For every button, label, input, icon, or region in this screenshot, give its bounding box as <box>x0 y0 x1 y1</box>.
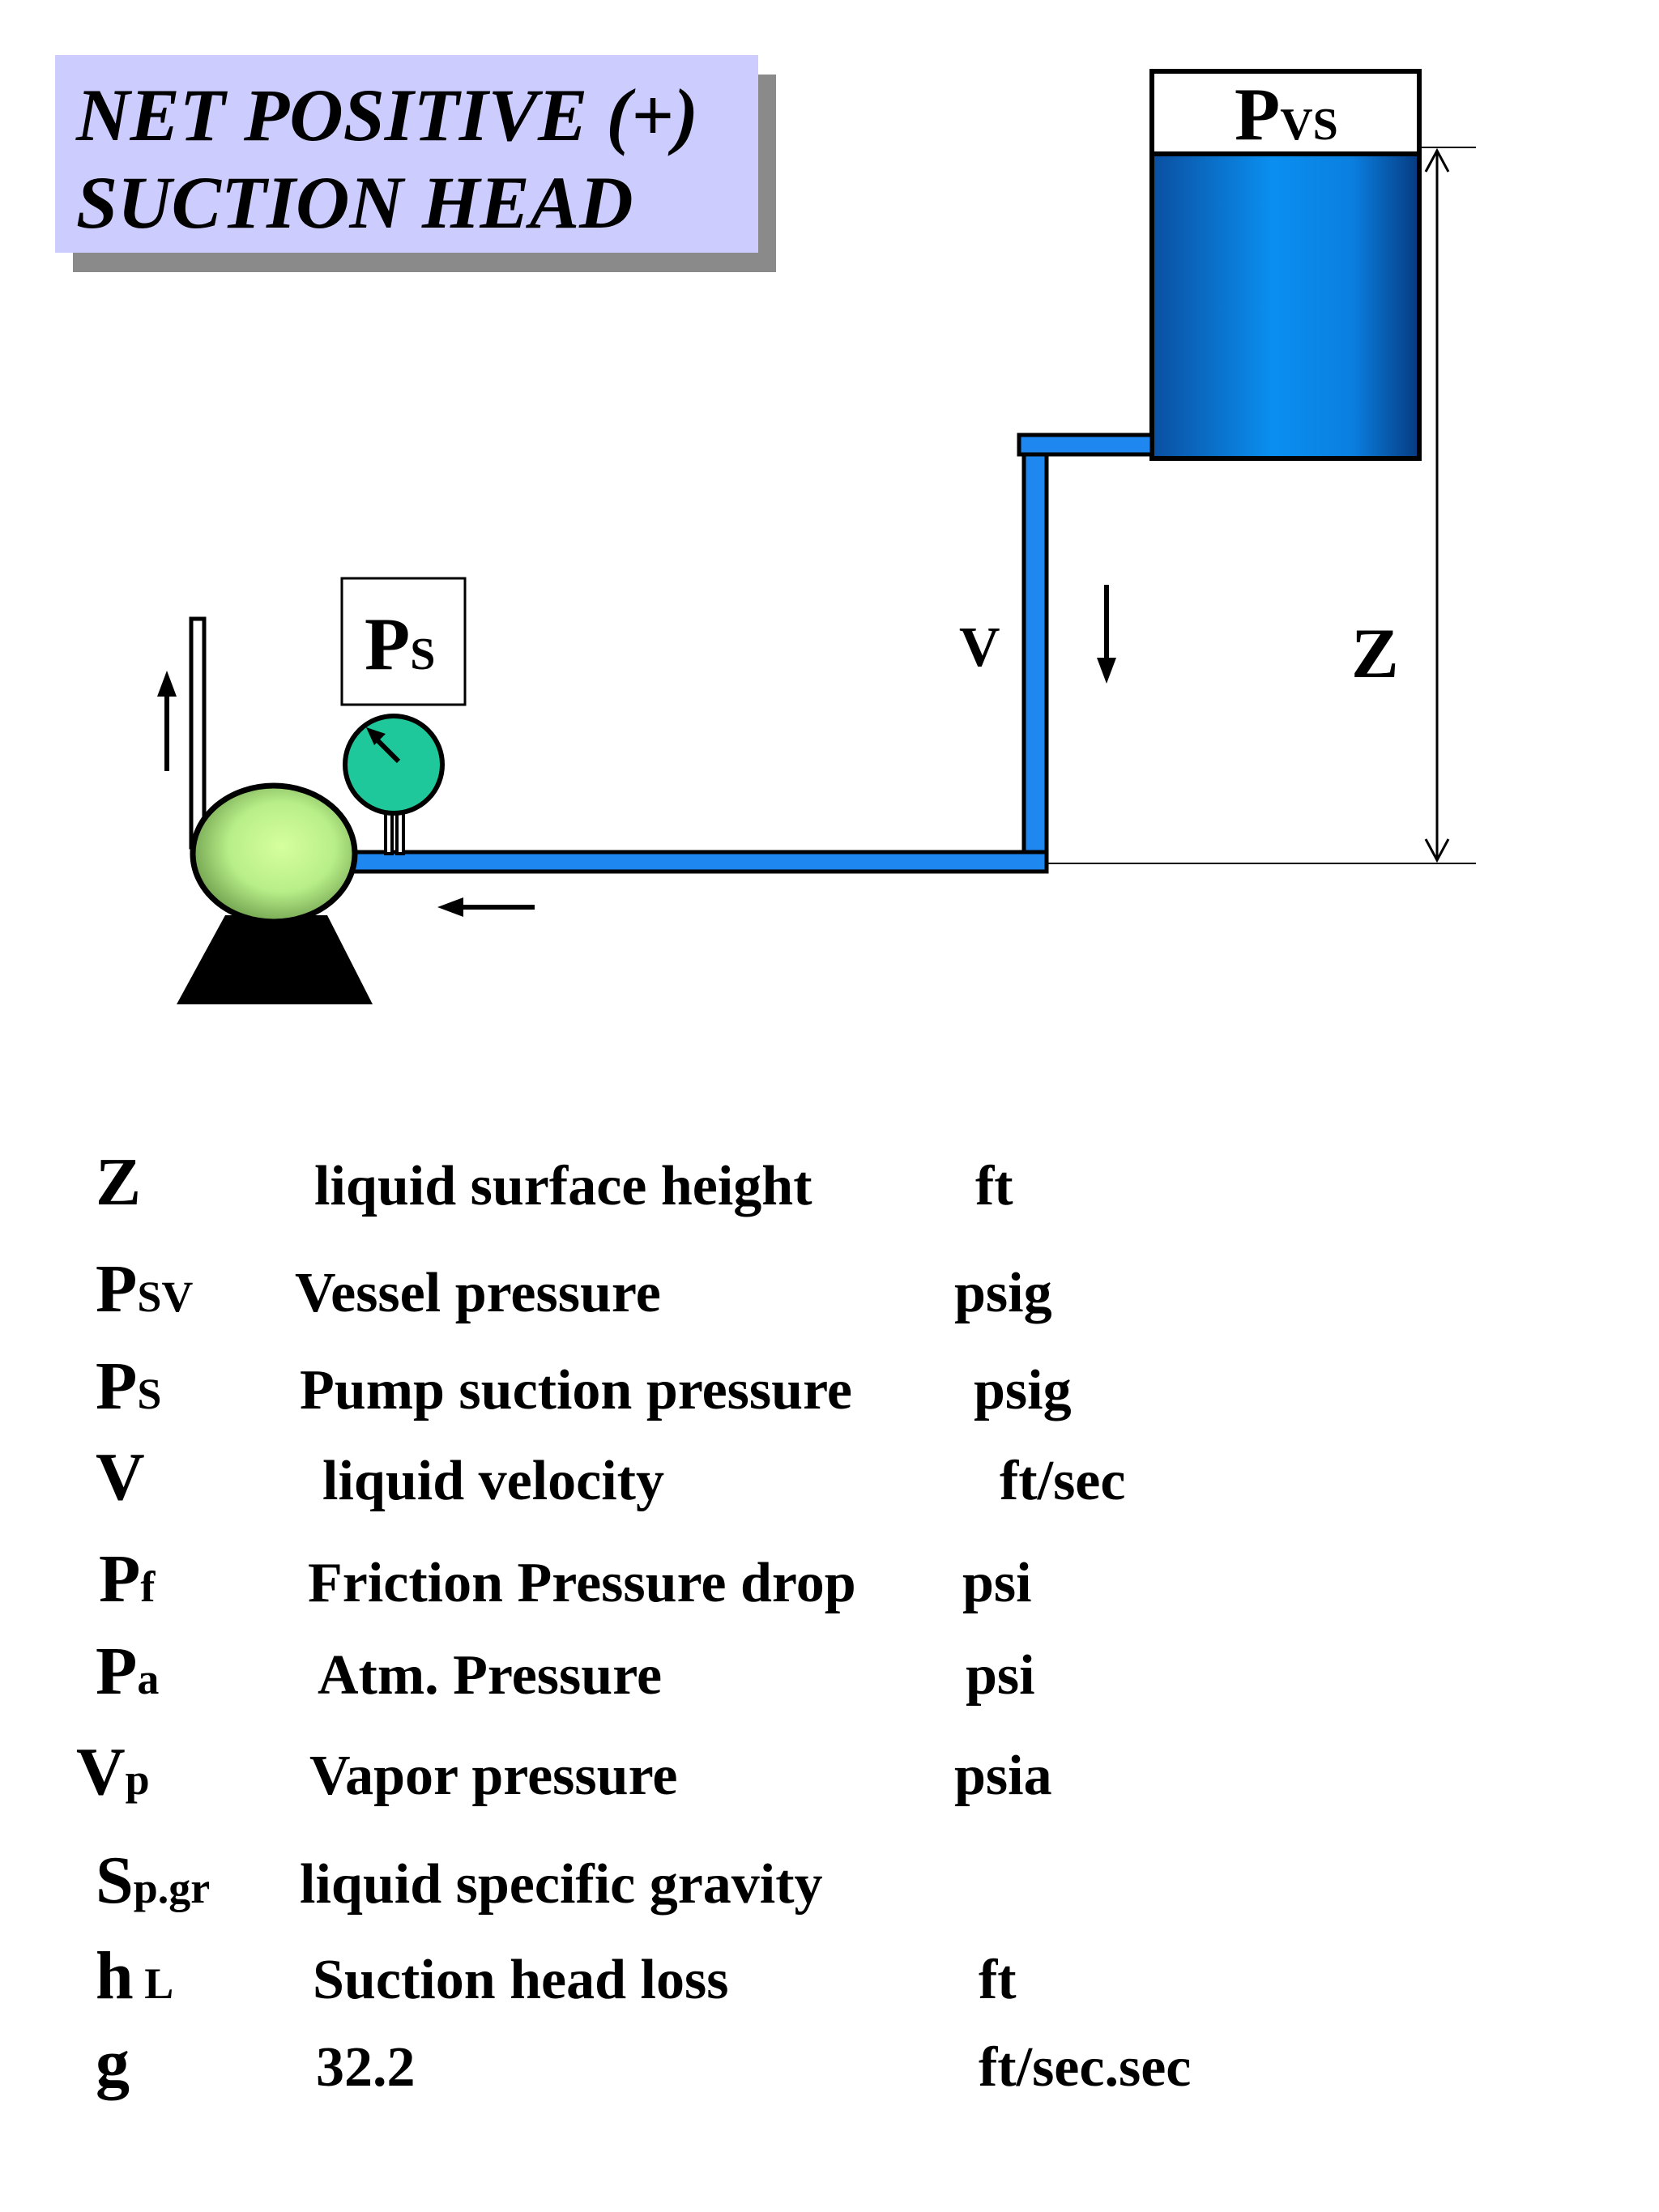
legend-symbol: PSV <box>96 1255 193 1323</box>
legend-symbol: Vp <box>76 1738 150 1806</box>
legend-symbol: h L <box>96 1942 173 2010</box>
legend-description: liquid surface height <box>314 1155 812 1217</box>
gauge-needle-tip <box>366 727 386 745</box>
pump-base <box>177 915 373 1004</box>
legend-unit: psig <box>954 1262 1052 1324</box>
legend-symbol-main: P <box>99 1541 141 1617</box>
vertical-pipe <box>1021 452 1049 865</box>
legend-description: Friction Pressure drop <box>308 1552 856 1614</box>
legend-symbol-subscript: SV <box>137 1272 194 1321</box>
legend-symbol-main: P <box>96 1251 138 1327</box>
legend-unit: psig <box>974 1359 1072 1421</box>
legend-symbol: V <box>96 1443 145 1511</box>
suction-pressure-label-sub: S <box>410 629 435 680</box>
discharge-up-arrow <box>157 671 177 771</box>
gauge-dial <box>343 714 445 816</box>
legend-unit: ft/sec <box>1000 1450 1126 1512</box>
legend-symbol-subscript: f <box>140 1562 156 1611</box>
vessel-top-space <box>1149 69 1422 156</box>
legend-description: Vapor pressure <box>309 1745 678 1807</box>
vessel-pressure-label: PVS <box>1235 73 1338 156</box>
legend-symbol-subscript: S <box>137 1370 162 1418</box>
legend-symbol-main: V <box>76 1734 126 1809</box>
legend-symbol: g <box>96 2030 130 2098</box>
legend-symbol-subscript: p.gr <box>133 1864 211 1912</box>
suction-pressure-gauge: PS <box>340 577 467 855</box>
title-line-2: SUCTION HEAD <box>76 161 633 244</box>
legend-symbol: Sp.gr <box>96 1847 210 1915</box>
legend-symbol-main: V <box>96 1439 145 1515</box>
legend-symbol-subscript: a <box>137 1655 160 1703</box>
vessel-liquid <box>1149 151 1422 461</box>
legend-symbol-main: Z <box>96 1144 142 1220</box>
legend-symbol: Pa <box>96 1638 159 1706</box>
legend-description: Pump suction pressure <box>300 1359 852 1421</box>
legend-unit: psi <box>962 1552 1032 1614</box>
legend-description: Atm. Pressure <box>318 1644 663 1707</box>
vessel-outlet-pipe <box>1017 433 1154 457</box>
flow-left-arrow <box>437 897 535 917</box>
pump-discharge-pipe <box>189 616 207 850</box>
legend-description: liquid velocity <box>322 1450 664 1512</box>
suction-pressure-label-main: P <box>365 603 410 685</box>
velocity-label: V <box>959 616 1000 679</box>
legend-symbol-main: P <box>96 1634 138 1709</box>
height-dimension: Z <box>1045 147 1476 864</box>
legend-symbol: Z <box>96 1149 141 1217</box>
legend-symbol-main: S <box>96 1843 134 1918</box>
flow-down-arrow <box>1097 585 1116 684</box>
pump <box>177 616 373 1004</box>
legend-description: Suction head loss <box>313 1949 729 2011</box>
legend-unit: psia <box>954 1745 1052 1807</box>
legend-unit: ft/sec.sec <box>979 2036 1192 2099</box>
pump-casing <box>190 782 358 925</box>
legend-unit: psi <box>966 1644 1035 1707</box>
legend-symbol-main: g <box>96 2026 130 2101</box>
legend-symbol: PS <box>96 1353 161 1421</box>
vessel-pressure-label-sub: VS <box>1280 100 1338 150</box>
suction-piping <box>346 433 1154 874</box>
suction-pressure-label: PS <box>365 603 435 685</box>
vessel-pressure-label-main: P <box>1235 73 1280 156</box>
vessel: PVS <box>1149 69 1422 461</box>
legend-symbol: Pf <box>99 1545 155 1613</box>
legend-description: 32.2 <box>316 2036 416 2099</box>
height-label: Z <box>1351 615 1399 693</box>
legend-symbol-main: h <box>96 1938 134 2014</box>
suction-pressure-label-box <box>340 577 467 706</box>
legend-unit: ft <box>975 1155 1013 1217</box>
legend-symbol-main: P <box>96 1349 138 1424</box>
npsh-diagram: PVS Z <box>157 69 1476 1004</box>
legend-description: liquid specific gravity <box>300 1853 823 1916</box>
legend-symbol-subscript: L <box>133 1959 174 2008</box>
height-arrow-top <box>1424 147 1450 173</box>
title-line-1: NET POSITIVE (+) <box>76 74 699 156</box>
height-arrow-bottom <box>1424 838 1450 863</box>
legend-description: Vessel pressure <box>295 1262 661 1324</box>
title-box: NET POSITIVE (+) SUCTION HEAD <box>55 55 758 253</box>
horizontal-pipe <box>346 850 1049 874</box>
legend-unit: ft <box>979 1949 1017 2011</box>
legend-symbol-subscript: p <box>125 1755 150 1804</box>
